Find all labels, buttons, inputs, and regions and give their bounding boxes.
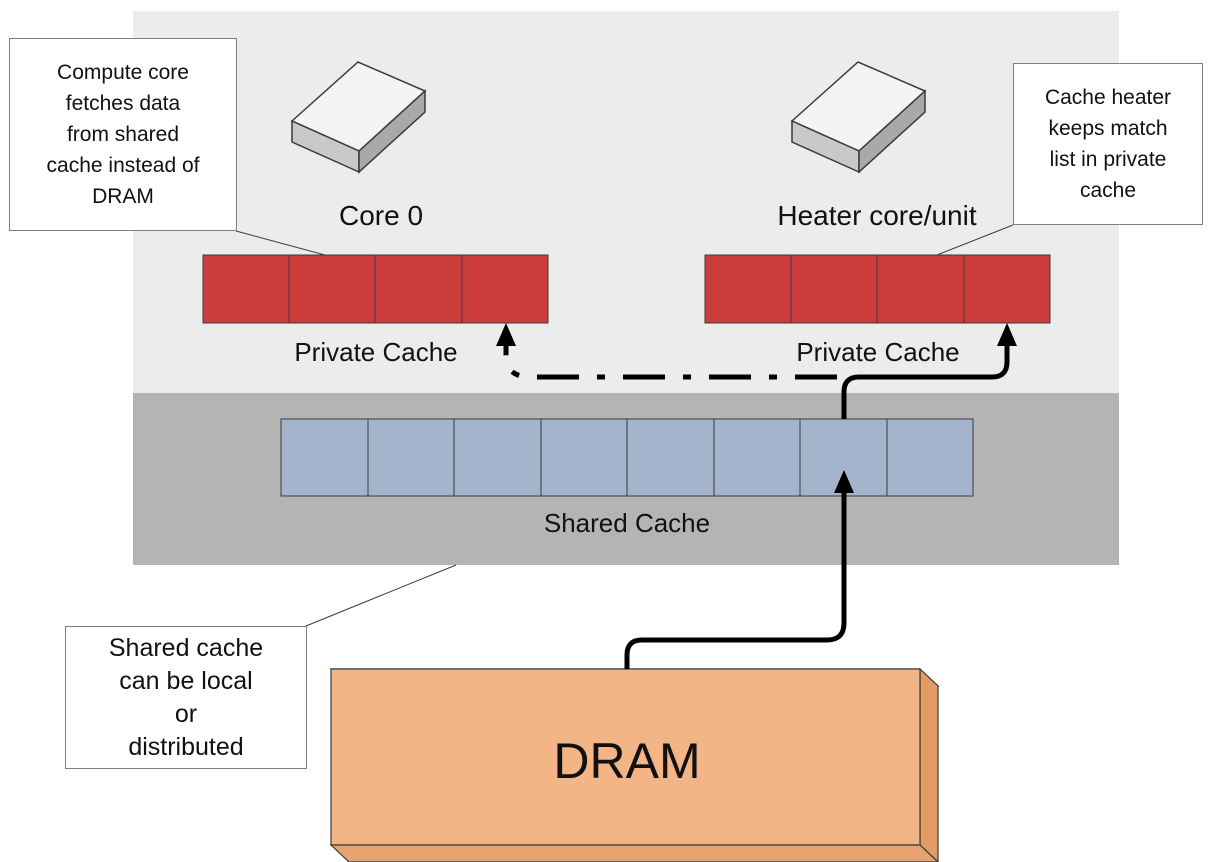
callout-line: keeps match (1048, 117, 1168, 140)
callout-line: Cache heater (1044, 86, 1172, 109)
private-cache-cell (963, 254, 1051, 324)
shared-to-core0-cache-arrowhead (496, 323, 516, 346)
private-cache-cell (876, 254, 965, 324)
shared-cache-cell (626, 418, 715, 497)
shared-cache-cell (540, 418, 628, 497)
dram-block (329, 667, 940, 862)
callout-line: cache (1079, 179, 1137, 202)
shared-cache-cell (367, 418, 455, 497)
callout-compute-core: Compute core fetches data from shared ca… (9, 38, 237, 231)
core-0-label: Core 0 (339, 200, 423, 231)
private-cache-region (133, 11, 1119, 395)
heater-core-label: Heater core/unit (777, 200, 976, 231)
shared-cache-cell (886, 418, 974, 497)
core-0-chip-icon (290, 61, 427, 174)
shared-to-heater-cache-arrow (841, 344, 1010, 419)
dram-to-shared-cache-arrow (624, 492, 847, 669)
callout-line: Shared cache (108, 633, 264, 662)
callout-line: cache instead of (46, 154, 200, 177)
callout-line: from shared (66, 123, 180, 146)
private-cache-cell (790, 254, 878, 324)
heater-core-chip-icon (790, 61, 927, 174)
callout-cache-heater: Cache heater keeps match list in private… (1013, 63, 1203, 225)
private-cache-cell (202, 254, 290, 324)
callout-line: Compute core (57, 61, 189, 84)
shared-cache-cell (453, 418, 542, 497)
callout-line: can be local (119, 666, 253, 695)
dram-label: DRAM (553, 733, 700, 789)
private-cache-left (202, 254, 549, 324)
callout-line: fetches data (65, 92, 181, 115)
private-cache-cell (374, 254, 463, 324)
callout-line: or (174, 699, 198, 728)
private-cache-left-label: Private Cache (294, 337, 457, 367)
private-cache-cell (704, 254, 792, 324)
private-cache-cell (461, 254, 549, 324)
callout-line: DRAM (92, 185, 154, 208)
private-cache-right-label: Private Cache (796, 337, 959, 367)
private-cache-cell (288, 254, 376, 324)
shared-cache-cell (713, 418, 801, 497)
shared-cache (280, 418, 974, 497)
private-cache-right (704, 254, 1051, 324)
callout-shared-cache: Shared cache can be local or distributed (65, 626, 307, 769)
dram-to-shared-cache-arrowhead (834, 470, 854, 493)
shared-to-heater-cache-arrowhead (997, 323, 1017, 346)
shared-to-core0-cache-dashed-arrow (503, 346, 837, 380)
callout-line: list in private (1049, 148, 1167, 171)
callout-pointer-cache-heater (936, 224, 1014, 256)
callout-line: distributed (128, 732, 244, 761)
callout-pointer-shared-cache (305, 564, 457, 627)
shared-cache-cell (280, 418, 369, 497)
shared-cache-label: Shared Cache (544, 508, 710, 538)
callout-pointer-compute-core (235, 230, 326, 256)
